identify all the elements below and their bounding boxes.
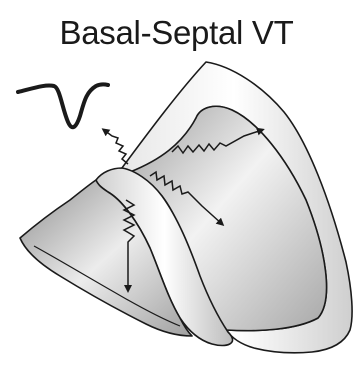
ecg-waveform-icon <box>18 84 108 127</box>
wavefront-arrow-upper-left <box>104 130 128 164</box>
